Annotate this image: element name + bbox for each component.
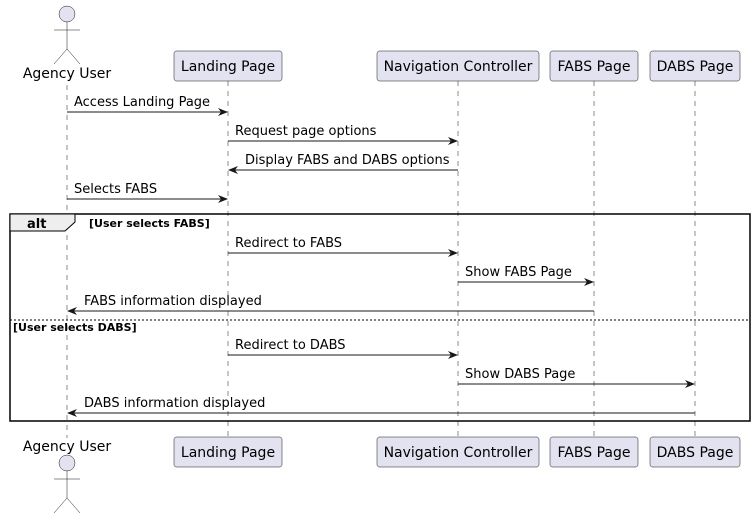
message-9: Show DABS Page [458,367,695,388]
participant-label: Landing Page [181,445,275,461]
actor-head [58,454,76,472]
participant-box [173,50,283,82]
participant-landing-bottom: Landing Page [173,436,283,468]
participant-nav-bottom: Navigation Controller [376,436,540,468]
actor-head [58,5,76,23]
participant-label: Agency User [23,66,112,82]
participant-label: Navigation Controller [384,59,533,75]
actor-body [53,471,81,514]
actor-user: Agency User [23,439,112,514]
message-label: Selects FABS [74,182,157,197]
participant-dabs-top: DABS Page [649,50,741,82]
participant-landing-top: Landing Page [173,50,283,82]
participant-label: DABS Page [657,445,734,461]
message-label: Redirect to DABS [235,338,346,353]
message-3: Display FABS and DABS options [228,153,458,174]
participant-label: FABS Page [558,59,631,75]
message-label: DABS information displayed [84,396,265,411]
message-label: Show DABS Page [465,367,575,382]
alt-fragment: alt [User selects FABS] [User selects DABS… [9,213,751,422]
participant-label: Navigation Controller [384,445,533,461]
alt-condition-1: [User selects FABS] [89,217,210,230]
message-6: Show FABS Page [458,265,594,286]
message-10: DABS information displayed [67,396,695,417]
message-4: Selects FABS [67,182,228,203]
participant-label: FABS Page [558,445,631,461]
participant-box [549,436,639,468]
participant-box [173,436,283,468]
alt-condition-2: [User selects DABS] [13,321,137,334]
participant-label: Landing Page [181,59,275,75]
participant-box [376,50,540,82]
message-label: Access Landing Page [74,95,210,110]
message-label: Show FABS Page [465,265,572,280]
message-label: Request page options [235,124,377,139]
participant-box [549,50,639,82]
message-label: Redirect to FABS [235,236,342,251]
alt-frame [9,213,751,422]
participant-box [649,436,741,468]
participant-fabs-bottom: FABS Page [549,436,639,468]
participant-box [376,436,540,468]
message-2: Request page options [228,124,458,145]
message-label: FABS information displayed [84,294,262,309]
participant-label: DABS Page [657,59,734,75]
message-label: Display FABS and DABS options [245,153,450,168]
alt-keyword: alt [27,217,46,232]
participant-nav-top: Navigation Controller [376,50,540,82]
actor-body [53,22,81,65]
participant-box [649,50,741,82]
message-7: FABS information displayed [67,294,594,315]
message-8: Redirect to DABS [228,338,458,359]
participant-label: Agency User [23,439,112,455]
participant-fabs-top: FABS Page [549,50,639,82]
participant-dabs-bottom: DABS Page [649,436,741,468]
alt-tab [9,213,76,232]
message-5: Redirect to FABS [228,236,458,257]
message-1: Access Landing Page [67,95,228,116]
actor-user: Agency User [23,5,112,82]
